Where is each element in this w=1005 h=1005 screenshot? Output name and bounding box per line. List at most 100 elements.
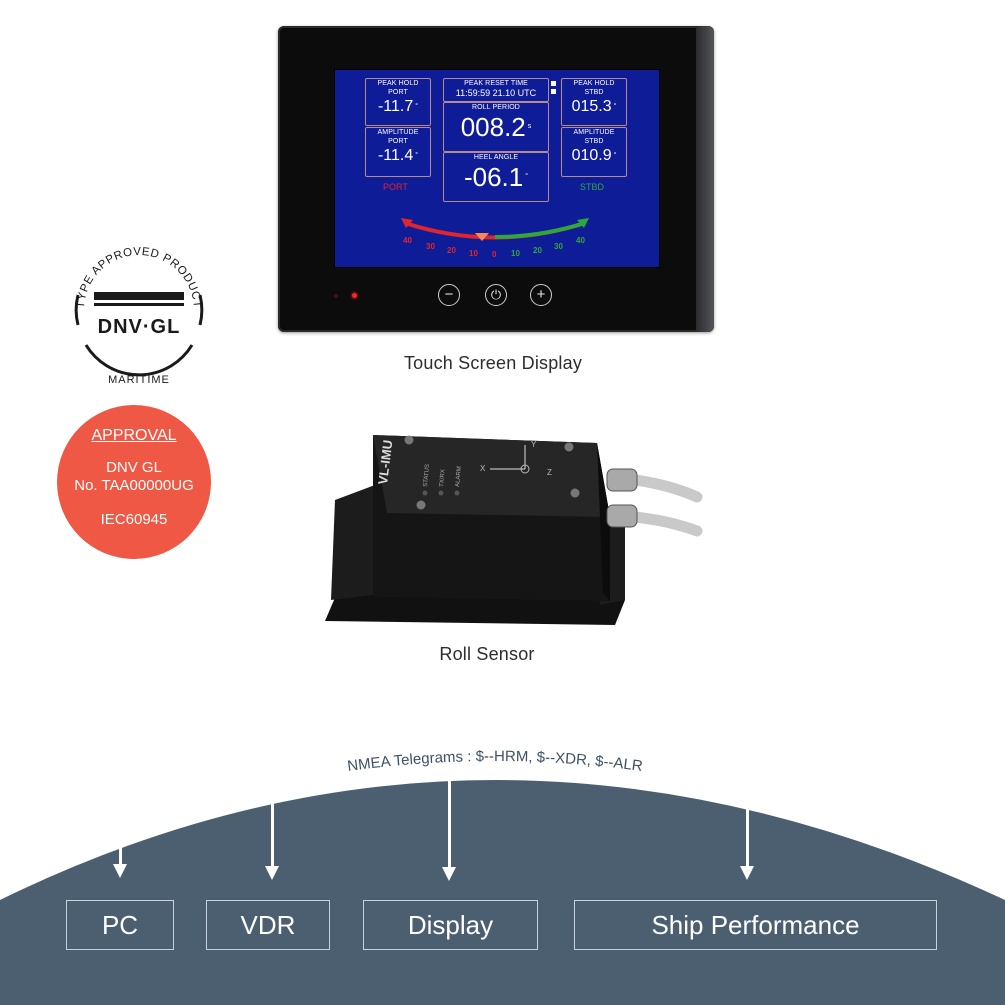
display-screen: PEAK HOLD PORT -11.7° AMPLITUDE PORT -11… [334,69,660,268]
heel-pointer [475,233,489,241]
degree-unit: ° [613,152,617,159]
axis-z-label: Z [547,468,552,477]
peak-hold-port-value: -11.7 [377,98,414,115]
arrow-display [448,773,451,869]
led-label: TX/RX [439,469,447,487]
telegram-label-arc: NMEA Telegrams : $--HRM, $--XDR, $--ALR [346,748,644,775]
approval-line: No. TAA00000UG [74,477,194,494]
sensor-body-side [597,443,610,601]
degree-unit: ° [613,103,617,110]
peak-reset-value: 11:59:59 21.10 UTC [455,88,537,98]
scale-label: 40 [403,236,412,245]
peak-reset-label: PEAK RESET TIME [464,80,528,87]
badge-brand: DNV·GL [98,316,181,338]
scale-label: 20 [447,246,456,255]
txrx-led-icon [438,490,444,496]
badge-ring [74,294,80,326]
scale-label: 10 [469,249,478,258]
plus-button[interactable]: + [530,284,552,306]
peak-hold-port-label-1: PEAK HOLD [377,80,419,87]
badge-stripe [94,303,184,306]
sensor-cable [629,474,703,503]
led-label: ALARM [455,466,463,487]
arrow-pc [119,826,122,866]
minus-button[interactable]: − [438,284,460,306]
destination-display: Display [363,900,538,950]
amplitude-port-box: AMPLITUDE PORT -11.4° [365,127,431,177]
axis-z-icon [520,464,530,474]
arch-shape [0,780,1005,1005]
peak-hold-stbd-label-1: PEAK HOLD [573,80,615,87]
telegram-label: NMEA Telegrams : $--HRM, $--XDR, $--ALR [346,748,644,775]
status-led [334,294,338,298]
destination-vdr: VDR [206,900,330,950]
sensor-base-plate [325,593,625,625]
cable-gland-icon [606,504,638,528]
screw-icon [404,435,414,445]
sensor-caption: Roll Sensor [439,644,535,664]
scale-label-zero: 0 [492,250,497,259]
indicator-square [551,81,556,86]
port-label: PORT [383,182,408,192]
scale-label: 10 [511,249,520,258]
scale-label: 40 [576,236,585,245]
peak-reset-box: PEAK RESET TIME 11:59:59 21.10 UTC [443,78,549,102]
amplitude-stbd-label-1: AMPLITUDE [573,129,615,136]
degree-unit: ° [415,152,419,159]
roll-sensor: X Y Z VL-IMU STATUS TX/RX ALARM [325,435,703,625]
badge-stripe [94,292,184,300]
arrow-head-icon [265,866,279,880]
peak-hold-stbd-value: 015.3 [571,98,612,115]
heel-angle-label: HEEL ANGLE [473,154,519,161]
axis-y-label: Y [531,440,537,449]
approval-line: DNV GL [106,459,162,476]
screw-icon [570,488,580,498]
peak-hold-port-box: PEAK HOLD PORT -11.7° [365,78,431,126]
stbd-scale-arrow [577,218,589,228]
axis-x-label: X [480,464,486,473]
dnv-gl-badge: TYPE APPROVED PRODUCT DNV·GL MARITIME [74,246,204,385]
arrow-head-icon [113,864,127,878]
seconds-unit: s [527,123,532,130]
port-scale-arrow [401,218,413,228]
heel-angle-box: HEEL ANGLE -06.1° [443,152,549,202]
stbd-scale-arc [494,221,586,239]
display-caption: Touch Screen Display [403,353,583,373]
network-arch [0,780,1005,1005]
sensor-body-top [373,435,610,517]
amplitude-port-value: -11.4 [377,147,414,164]
led-label: STATUS [423,464,431,487]
approval-title: APPROVAL [91,427,177,444]
stbd-label: STBD [580,182,605,192]
degree-unit: ° [525,173,529,180]
sensor-cable [629,511,703,537]
arrow-ship-performance [746,800,749,868]
approval-line: IEC60945 [100,511,168,528]
peak-hold-port-label-2: PORT [388,89,408,96]
screw-icon [416,500,426,510]
scale-label: 30 [554,242,563,251]
peak-hold-stbd-box: PEAK HOLD STBD 015.3° [561,78,627,126]
roll-period-label: ROLL PERIOD [472,104,520,111]
amplitude-stbd-label-2: STBD [584,138,604,145]
sensor-base-left [331,485,375,600]
badge-bottom-text: MARITIME [108,374,170,385]
approval-badge: APPROVAL DNV GL No. TAA00000UG IEC60945 [57,405,211,559]
badge-ring [84,344,194,377]
scale-label: 20 [533,246,542,255]
peak-hold-stbd-label-2: STBD [584,89,604,96]
scale-label: 30 [426,242,435,251]
sensor-brand: VL-IMU [375,439,395,485]
amplitude-stbd-box: AMPLITUDE STBD 010.9° [561,127,627,177]
arrow-vdr [271,786,274,868]
amplitude-stbd-value: 010.9 [571,147,612,164]
heel-scale [401,218,589,241]
destination-ship-performance: Ship Performance [574,900,937,950]
screw-icon [564,442,574,452]
indicator-square [551,89,556,94]
arrow-head-icon [740,866,754,880]
power-button[interactable]: ⏻ [485,284,507,306]
amplitude-port-label-1: AMPLITUDE [377,129,419,136]
degree-unit: ° [415,103,419,110]
